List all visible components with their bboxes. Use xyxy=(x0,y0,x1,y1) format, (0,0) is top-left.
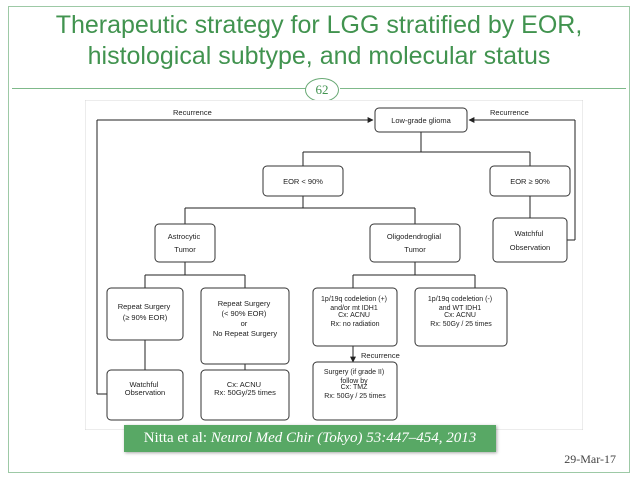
title-divider-right xyxy=(340,88,626,89)
citation-authors: Nitta et al: xyxy=(143,430,211,446)
recurrence-label-mid: Recurrence xyxy=(361,351,400,360)
node-codel-pos-text: 1p/19q codeletion (+) and/or mt IDH1 Cx:… xyxy=(321,296,389,328)
node-surgery-box xyxy=(312,361,398,421)
slide-frame xyxy=(8,6,630,473)
node-watch-bottom-text: Watchful Observation xyxy=(125,380,165,397)
slide-title: Therapeutic strategy for LGG stratified … xyxy=(0,10,638,72)
node-codel-neg-text: 1p/19q codeletion (-) and WT IDH1 Cx: AC… xyxy=(428,296,494,328)
node-repeat-low-box xyxy=(200,287,290,365)
node-lgg-text: Low-grade glioma xyxy=(391,116,451,125)
slide-title-line2: histological subtype, and molecular stat… xyxy=(87,42,551,70)
node-eor-high-text: EOR ≥ 90% xyxy=(510,177,550,186)
title-divider-left xyxy=(12,88,306,89)
node-watch-top-box xyxy=(492,217,568,263)
node-astro-box xyxy=(154,223,216,263)
node-watch-top-text: Watchful Observation xyxy=(510,229,550,252)
slide-date: 29-Mar-17 xyxy=(564,452,616,466)
node-eor-low-text: EOR < 90% xyxy=(283,177,323,186)
node-acnu-box xyxy=(200,369,290,421)
citation-source: Neurol Med Chir (Tokyo) 53:447–454, 2013 xyxy=(210,430,477,446)
node-repeat-high-text: Repeat Surgery (≥ 90% EOR) xyxy=(118,302,173,322)
node-lgg-box xyxy=(374,107,468,133)
node-acnu-text: Cx: ACNU Rx: 50Gy/25 times xyxy=(214,380,276,397)
recurrence-label-left: Recurrence xyxy=(173,108,212,117)
node-eor-low-box xyxy=(262,165,344,197)
node-astro-text: Astrocytic Tumor xyxy=(168,232,203,254)
slide-title-line1: Therapeutic strategy for LGG stratified … xyxy=(55,11,583,39)
node-oligo-text: Oligodendroglial Tumor xyxy=(387,232,443,254)
connector-lines xyxy=(96,120,576,395)
node-eor-high-box xyxy=(489,165,571,197)
node-surgery-text: Surgery (if grade II) follow by Cx: TMZ … xyxy=(324,369,386,400)
page-number-badge: 62 xyxy=(305,78,339,102)
recurrence-label-right: Recurrence xyxy=(490,108,529,117)
flowchart: Recurrence Recurrence Recurrence Low-gra… xyxy=(85,100,583,430)
citation-box: Nitta et al: Neurol Med Chir (Tokyo) 53:… xyxy=(124,425,496,452)
node-repeat-low-text: Repeat Surgery (< 90% EOR) or No Repeat … xyxy=(213,299,277,338)
node-repeat-high-box xyxy=(106,287,184,341)
node-oligo-box xyxy=(369,223,461,263)
node-codel-pos-box xyxy=(312,287,398,347)
node-watch-bottom-box xyxy=(106,369,184,421)
node-codel-neg-box xyxy=(414,287,508,347)
